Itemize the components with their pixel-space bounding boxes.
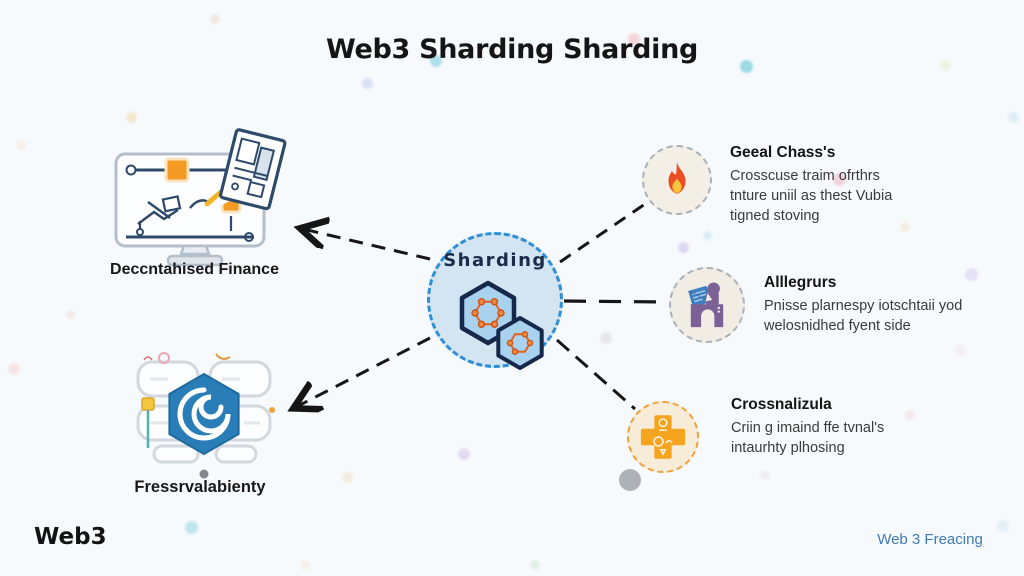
confetti-dot: [210, 14, 220, 24]
line-to-flame: [559, 200, 649, 264]
right-item-1-line-1: Pnisse plarnespy iotschtaii yod: [764, 298, 963, 314]
right-item-0: Geeal Chass's Crosscuse traim ofrthrs tn…: [730, 144, 960, 226]
line-to-cross: [556, 338, 636, 411]
confetti-dot: [66, 310, 75, 319]
flame-badge: [642, 145, 712, 215]
confetti-dot: [126, 112, 137, 123]
gray-accent-dot: [619, 469, 641, 491]
confetti-dot: [458, 448, 470, 460]
confetti-dot: [955, 345, 966, 356]
right-item-0-line-2: tnture uniil as thest Vubia: [730, 188, 893, 204]
right-item-2-heading: Crossnalizula: [731, 396, 832, 413]
sharding-label: Sharding: [443, 250, 547, 271]
confetti-dot: [300, 560, 310, 570]
person-building-icon: [687, 282, 724, 328]
sharding-center-node[interactable]: Sharding: [427, 232, 563, 370]
confetti-dot: [530, 560, 540, 570]
arrow-to-availability: [296, 336, 431, 407]
confetti-dot: [1008, 112, 1019, 123]
confetti-dot: [600, 332, 612, 344]
confetti-dot: [362, 78, 373, 89]
confetti-dot: [703, 231, 712, 240]
hexagon-shards-icon: [459, 280, 544, 370]
right-item-0-line-3: tigned stoving: [730, 208, 820, 224]
right-item-0-line-1: Crosscuse traim ofrthrs: [730, 168, 880, 184]
right-item-1: Alllegrurs Pnisse plarnespy iotschtaii y…: [764, 274, 1004, 336]
right-item-0-heading: Geeal Chass's: [730, 144, 836, 161]
diagram-title: Web3 Sharding Sharding: [325, 34, 699, 65]
defi-monitor-illustration: [114, 128, 287, 267]
right-item-2: Crossnalizula Criin g imaind ffe tvnal's…: [731, 396, 961, 458]
person-badge: [669, 267, 745, 343]
confetti-dot: [8, 363, 20, 375]
right-item-2-line-2: intaurhty plhosing: [731, 440, 845, 456]
line-to-person: [563, 299, 667, 304]
right-item-1-heading: Alllegrurs: [764, 274, 837, 291]
right-item-1-line-2: welosnidhed fyent side: [764, 318, 911, 334]
confetti-dot: [342, 472, 353, 483]
right-item-2-line-1: Criin g imaind ffe tvnal's: [731, 420, 885, 436]
availability-label: Fressrvalabienty: [134, 478, 266, 496]
medical-cross-icon: [640, 415, 686, 459]
availability-servers-illustration: [136, 352, 275, 479]
flame-icon: [668, 162, 686, 194]
confetti-dot: [185, 521, 198, 534]
cross-badge: [627, 401, 699, 473]
defi-label: Deccntahised Finance: [110, 261, 279, 278]
footer-caption[interactable]: Web 3 Freacing: [877, 531, 983, 548]
confetti-dot: [16, 140, 26, 150]
confetti-dot: [760, 470, 770, 480]
confetti-dot: [678, 242, 689, 253]
web3-logo: Web3: [34, 524, 107, 550]
arrow-to-defi: [303, 229, 431, 261]
